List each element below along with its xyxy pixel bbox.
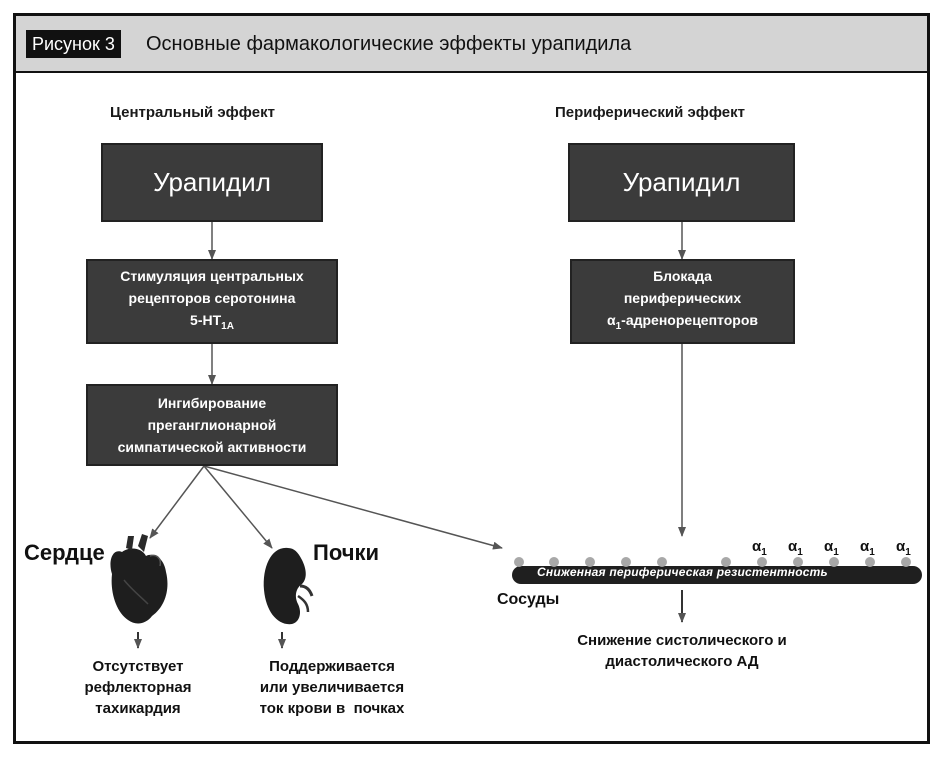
arrow-inhibition-to-vessels <box>203 465 503 550</box>
heart-effect-line2: рефлекторная <box>84 679 192 696</box>
receptor-name: 5-HT <box>190 312 222 329</box>
kidney-label: Почки <box>313 540 380 565</box>
peripheral-drug-box: Урапидил <box>568 143 795 222</box>
alpha-receptor-label: α1 <box>788 538 803 558</box>
alpha-receptor-label: α1 <box>752 538 767 558</box>
alpha-subscript: 1 <box>615 320 622 332</box>
blockade-line2: периферических <box>623 290 742 307</box>
stimulation-receptor: 5-HT1A <box>120 309 303 338</box>
kidney-effect-line1: Поддерживается <box>269 658 395 675</box>
alpha-char: α <box>896 538 906 555</box>
heart-effect-line1: Отсутствует <box>92 658 184 675</box>
alpha-char: α <box>824 538 834 555</box>
kidney-icon <box>263 547 314 625</box>
figure-title: Основные фармакологические эффекты урапи… <box>146 33 632 55</box>
bp-result: Снижение систолического и диастолическог… <box>547 630 817 672</box>
alpha-receptor-label: α1 <box>860 538 875 558</box>
stimulation-line2: рецепторов серотонина <box>128 290 296 307</box>
central-drug-box: Урапидил <box>101 143 323 222</box>
inhibition-line1: Ингибирование <box>157 395 267 411</box>
stimulation-line1: Стимуляция центральных <box>120 268 304 285</box>
heart-effect: Отсутствует рефлекторная тахикардия <box>58 656 218 719</box>
arrow-inhibition-to-heart <box>149 465 205 539</box>
heart-icon <box>110 534 168 624</box>
heart-label: Сердце <box>24 540 105 565</box>
central-effect-heading: Центральный эффект <box>110 104 275 121</box>
inhibition-box: Ингибирование преганглионарной симпатиче… <box>86 384 338 466</box>
bp-result-line2: диастолического АД <box>605 653 759 670</box>
arrow-inhibition-to-kidney <box>203 465 273 549</box>
figure-frame: Рисунок 3 Основные фармакологические эфф… <box>13 13 930 744</box>
vessel-bar-text: Сниженная периферическая резистентность <box>537 565 828 579</box>
peripheral-drug-label: Урапидил <box>622 167 741 197</box>
inhibition-line3: симпатической активности <box>117 439 307 455</box>
kidney-effect: Поддерживается или увеличивается ток кро… <box>222 656 442 719</box>
alpha-sub: 1 <box>761 547 767 558</box>
alpha-sub: 1 <box>833 547 839 558</box>
kidney-effect-line2: или увеличивается <box>259 679 405 696</box>
blockade-line3-rest: -адренорецепторов <box>621 312 758 329</box>
figure-label: Рисунок 3 <box>26 30 121 58</box>
central-drug-label: Урапидил <box>153 167 271 197</box>
peripheral-effect-heading: Периферический эффект <box>555 104 746 121</box>
alpha-receptor-label: α1 <box>824 538 839 558</box>
blockade-line1: Блокада <box>653 268 712 285</box>
stimulation-box: Стимуляция центральных рецепторов серото… <box>86 259 338 344</box>
alpha-sub: 1 <box>905 547 911 558</box>
alpha-sub: 1 <box>797 547 803 558</box>
alpha-char: α <box>788 538 798 555</box>
alpha-char: α <box>752 538 762 555</box>
blockade-box: Блокада периферических α1-адренорецептор… <box>570 259 795 344</box>
figure-header: Рисунок 3 Основные фармакологические эфф… <box>16 16 927 73</box>
bp-result-line1: Снижение систолического и <box>577 632 787 649</box>
vessels-label: Сосуды <box>497 591 560 608</box>
alpha-symbol: α <box>607 312 616 329</box>
inhibition-line2: преганглионарной <box>147 417 277 433</box>
alpha-receptor-label: α1 <box>896 538 911 558</box>
alpha-sub: 1 <box>869 547 875 558</box>
blockade-line3: α1-адренорецепторов <box>607 309 758 338</box>
kidney-effect-line3: ток крови в почках <box>259 700 405 717</box>
receptor-subscript: 1A <box>221 320 234 332</box>
alpha-char: α <box>860 538 870 555</box>
vessel-bar <box>512 557 922 584</box>
heart-effect-line3: тахикардия <box>95 700 181 717</box>
